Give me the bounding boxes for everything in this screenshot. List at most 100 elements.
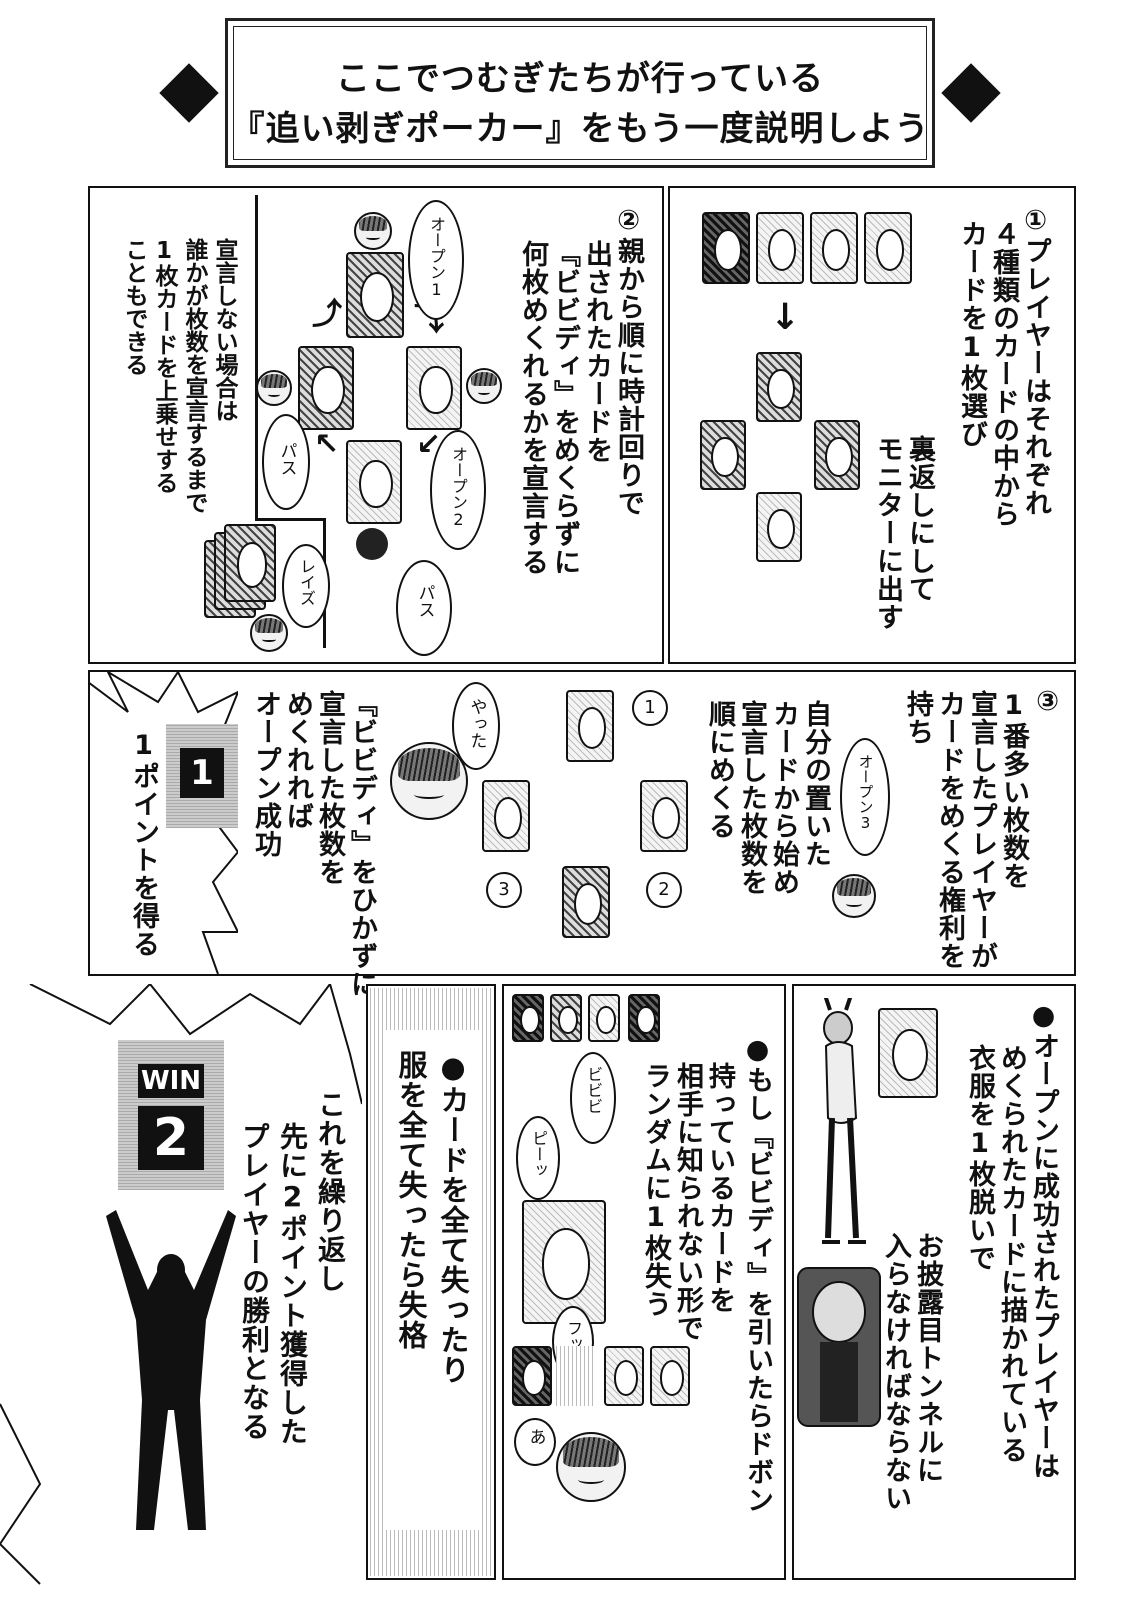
right-diamond-ornament [941, 63, 1001, 123]
step3-order-1: 1 [632, 690, 668, 726]
bubble-pass-bottom: パス [396, 560, 452, 656]
step3-text-b: 1番多い枚数を [998, 690, 1029, 890]
step1-card-4 [864, 212, 912, 284]
bubble-open3: オープン3 [840, 738, 890, 856]
step1-card-2 [756, 212, 804, 284]
title-line-1: ここでつむぎたちが行っている [335, 59, 825, 99]
step3-text-e: 持ち [902, 690, 933, 746]
step3-point-badge: 1 [166, 724, 238, 828]
title-line-2: 『追い剥ぎポーカー』をもう一度説明しよう [230, 109, 930, 149]
step3-result-a: 『ビビディ』をひかずに [346, 690, 377, 998]
step2-raise-player-face [250, 614, 288, 652]
step2-player-right-face [466, 368, 502, 404]
step5-text-a: ●もし『ビビディ』を引いたらドボン [742, 1034, 773, 1514]
step2-note-b: 誰かが枚数を宣言するまで [181, 238, 207, 514]
step7-text-c: プレイヤーの勝利となる [238, 1122, 271, 1441]
step5-lost-card-slot [556, 1346, 596, 1406]
step3-card-top [566, 690, 614, 762]
step5-bibidi-card [522, 1200, 606, 1324]
step3-text-a: ③ [1032, 686, 1063, 718]
bubble-a: あ [514, 1418, 556, 1466]
step2-player-left-face [256, 370, 292, 406]
step1-text-e: モニターに出す [872, 435, 903, 631]
down-arrow-icon: ↓ [770, 297, 801, 338]
step5-player-face [556, 1432, 626, 1502]
step3-point-text: 1ポイントを得る [128, 730, 159, 958]
step5-hand-card-3 [604, 1346, 644, 1406]
step2-card-left [298, 346, 354, 430]
step4-text-c: 衣服を1枚脱いで [964, 1044, 995, 1272]
step3-winner-face [390, 742, 468, 820]
step1-text-d: 裏返しにして [904, 435, 935, 603]
step2-note-d: こともできる [121, 238, 147, 376]
step3-text-c: 宣言したプレイヤーが [966, 690, 997, 970]
step5-text-b: 持っているカードを [704, 1062, 735, 1314]
step2-text-a: ②親から順に時計回りで [613, 205, 644, 517]
step2-black-token [356, 528, 388, 560]
step1-monitor-card-top [756, 352, 802, 422]
step1-monitor-card-right [814, 420, 860, 490]
step5-card-3 [588, 994, 620, 1042]
bubble-beep: ピーッ [516, 1116, 560, 1200]
step4-text-d: お披露目トンネルに [912, 1232, 943, 1484]
step3-result-b: 宣言した枚数を [314, 690, 345, 886]
step4-text-a: ●オープンに成功されたプレイヤーは [1028, 1000, 1059, 1480]
title-frame: ここでつむぎたちが行っている 『追い剥ぎポーカー』をもう一度説明しよう [225, 18, 935, 168]
step5-hand-card-4 [650, 1346, 690, 1406]
bubble-open2: オープン2 [430, 430, 486, 550]
step2-note-c: 1枚カードを上乗せする [151, 238, 177, 494]
step3-card-bottom [562, 866, 610, 938]
step5-card-2 [550, 994, 582, 1042]
step2-card-right [406, 346, 462, 430]
step1-text-b: ４種類のカードの中から [988, 220, 1019, 528]
step1-card-3 [810, 212, 858, 284]
step3-text-g: カードから始め [768, 700, 799, 896]
step1-monitor-card-bottom [756, 492, 802, 562]
step2-text-b: 出されたカードを [581, 240, 612, 464]
step2-text-d: 何枚めくれるかを宣言する [517, 240, 548, 576]
step2-raise-card-3 [224, 524, 276, 602]
step3-order-2: 2 [646, 872, 682, 908]
step3-order-3: 3 [486, 872, 522, 908]
step2-text-c: 『ビビディ』をめくらずに [549, 240, 580, 576]
clockwise-arrow-icon-4: ↖ [314, 427, 340, 462]
step4-text-e: 入らなければならない [880, 1232, 911, 1512]
clockwise-arrow-icon-1: ⤴ [312, 297, 342, 332]
bunny-girl-figure [822, 998, 866, 1244]
step3-player-face [832, 874, 876, 918]
step6-text-b: 服を全て失ったら失格 [394, 1050, 428, 1350]
step3-text-d: カードをめくる権利を [934, 690, 965, 970]
step3-card-right [640, 780, 688, 852]
step3-card-left [482, 780, 530, 852]
left-diamond-ornament [159, 63, 219, 123]
step2-card-bottom [346, 440, 402, 524]
bubble-open1: オープン1 [408, 200, 464, 320]
step5-hand-card-1 [512, 1346, 552, 1406]
step5-card-1 [512, 994, 544, 1042]
step1-card-1 [702, 212, 750, 284]
step7-text-a: これを繰り返し [314, 1090, 347, 1293]
step4-card [878, 1008, 938, 1098]
bubble-raise: レイズ [282, 544, 330, 628]
bubble-pass-left: パス [262, 414, 310, 510]
step1-text-a: ①プレイヤーはそれぞれ [1020, 205, 1051, 517]
step5-text-d: ランダムに1枚失う [640, 1062, 671, 1318]
step1-text-c: カードを1枚選び [956, 220, 987, 448]
win-badge: WIN 2 [118, 1040, 224, 1190]
win-burst [0, 984, 362, 1585]
step1-monitor-card-left [700, 420, 746, 490]
step5-text-c: 相手に知られない形で [672, 1062, 703, 1342]
tunnel-illustration [797, 1267, 881, 1427]
step3-text-i: 順にめくる [704, 700, 735, 840]
step7-text-b: 先に2ポイント獲得した [276, 1122, 309, 1446]
step2-player-top-face [354, 212, 392, 250]
bubble-bibibi: ビビビ [570, 1052, 616, 1144]
step3-text-h: 宣言した枚数を [736, 700, 767, 896]
step3-result-c: めくれれば [282, 690, 313, 830]
bubble-yatta: やった [452, 682, 500, 770]
step6-text-a: ●カードを全て失ったり [436, 1050, 470, 1385]
step2-divider [255, 195, 258, 520]
step3-text-f: 自分の置いた [800, 700, 831, 868]
step6-text-bg [384, 1030, 480, 1530]
step2-divider-h [255, 518, 325, 521]
